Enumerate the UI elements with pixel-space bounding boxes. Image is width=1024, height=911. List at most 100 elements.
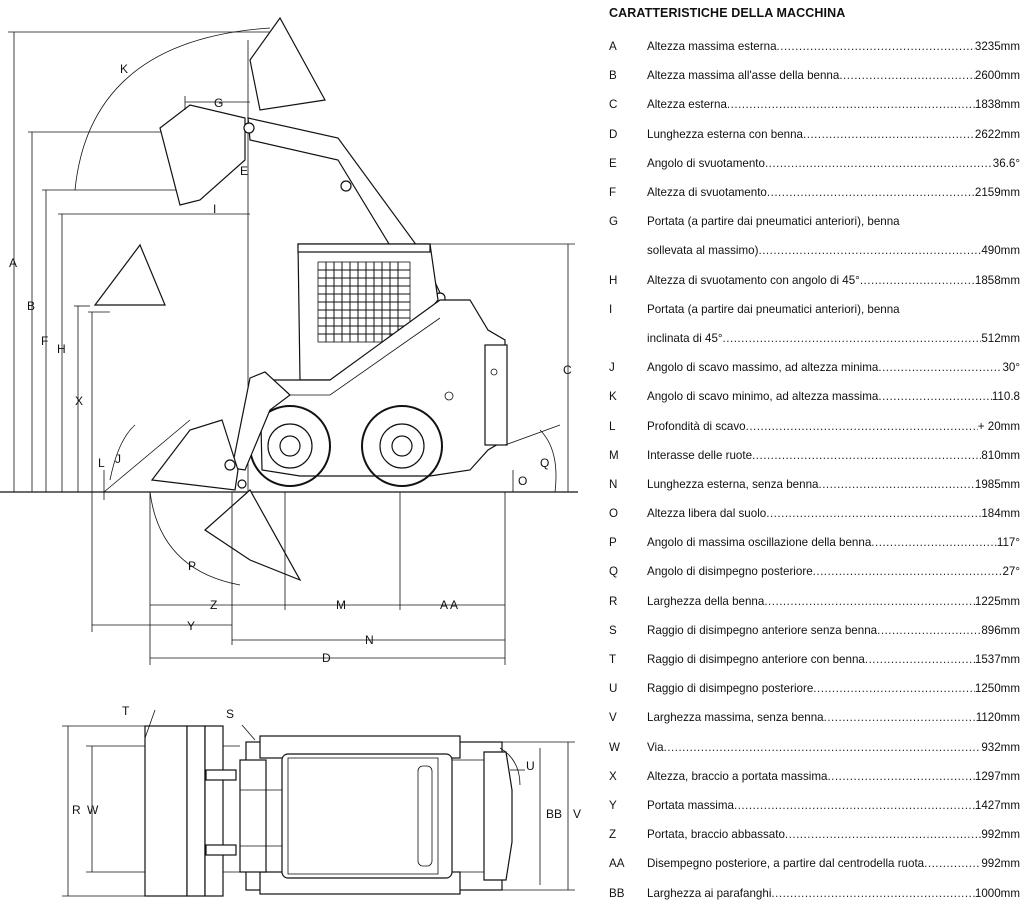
spec-row: sollevata al massimo)490mm bbox=[605, 236, 1020, 265]
spec-label-wrap: sollevata al massimo) bbox=[647, 244, 981, 257]
spec-label: Altezza, braccio a portata massima bbox=[647, 769, 828, 783]
dot-leader bbox=[746, 420, 978, 433]
spec-label: Altezza massima esterna bbox=[647, 40, 777, 54]
spec-label: Disempegno posteriore, a partire dal cen… bbox=[647, 857, 925, 871]
dot-leader bbox=[664, 741, 982, 754]
spec-code: P bbox=[609, 536, 617, 550]
spec-label: inclinata di 45° bbox=[647, 331, 723, 345]
spec-value: 992mm bbox=[981, 828, 1020, 842]
spec-code: B bbox=[609, 69, 617, 83]
spec-code: S bbox=[609, 623, 617, 637]
spec-label: Altezza di svuotamento bbox=[647, 186, 767, 200]
label-n: N bbox=[365, 633, 374, 647]
spec-label-wrap: Altezza di svuotamento con angolo di 45° bbox=[647, 274, 975, 287]
spec-label-wrap: Larghezza della benna bbox=[647, 595, 975, 608]
raised-bucket bbox=[249, 16, 326, 111]
label-x: X bbox=[75, 394, 83, 408]
spec-label: Angolo di massima oscillazione della ben… bbox=[647, 536, 872, 550]
spec-value: 992mm bbox=[981, 857, 1020, 871]
dot-leader bbox=[824, 711, 976, 724]
spec-code: G bbox=[609, 215, 619, 229]
dot-leader bbox=[871, 536, 997, 549]
spec-label-wrap: Altezza di svuotamento bbox=[647, 186, 975, 199]
spec-code: L bbox=[609, 419, 616, 433]
spec-value: 27° bbox=[1002, 565, 1020, 579]
spec-label-wrap: Larghezza massima, senza benna bbox=[647, 711, 976, 724]
spec-label-wrap: Portata massima bbox=[647, 799, 975, 812]
label-y: Y bbox=[187, 619, 195, 633]
dot-leader bbox=[758, 244, 981, 257]
dot-leader bbox=[818, 478, 974, 491]
dot-leader bbox=[865, 653, 975, 666]
spec-label-wrap: Angolo di disimpegno posteriore bbox=[647, 565, 1002, 578]
spec-label: Angolo di scavo minimo, ad altezza massi… bbox=[647, 390, 879, 404]
spec-label: Larghezza ai parafanghi bbox=[647, 886, 772, 900]
spec-label: Lunghezza esterna, senza benna bbox=[647, 477, 819, 491]
spec-row: S Raggio di disimpegno anteriore senza be… bbox=[605, 616, 1020, 645]
spec-label: Angolo di disimpegno posteriore bbox=[647, 565, 813, 579]
spec-value: 1858mm bbox=[974, 273, 1020, 287]
spec-label: Raggio di disimpegno anteriore con benna bbox=[647, 653, 865, 667]
spec-label-wrap: Larghezza ai parafanghi bbox=[647, 887, 975, 900]
spec-value: 2600mm bbox=[974, 69, 1020, 83]
label-q: Q bbox=[540, 456, 549, 470]
label-e: E bbox=[240, 164, 248, 178]
spec-value: 1427mm bbox=[974, 798, 1020, 812]
rear-wheel bbox=[361, 405, 443, 487]
spec-label: Altezza di svuotamento con angolo di 45° bbox=[647, 273, 860, 287]
dot-leader bbox=[839, 69, 975, 82]
spec-label: Angolo di scavo massimo, ad altezza mini… bbox=[647, 361, 879, 375]
spec-label: sollevata al massimo) bbox=[647, 244, 759, 258]
spec-row: P Angolo di massima oscillazione della be… bbox=[605, 528, 1020, 557]
spec-value: 896mm bbox=[981, 623, 1020, 637]
spec-code: E bbox=[609, 156, 617, 170]
dot-leader bbox=[777, 40, 975, 53]
dot-leader bbox=[752, 449, 981, 462]
spec-label-wrap: Raggio di disimpegno anteriore senza ben… bbox=[647, 624, 981, 637]
rear-engine-cover bbox=[484, 344, 508, 446]
label-a: A bbox=[9, 256, 17, 270]
label-z: Z bbox=[210, 598, 217, 612]
spec-code: Z bbox=[609, 828, 617, 842]
label-p: P bbox=[188, 559, 196, 573]
label-c: C bbox=[563, 363, 572, 377]
spec-label-wrap: Raggio di disimpegno anteriore con benna bbox=[647, 653, 975, 666]
label-s: S bbox=[226, 707, 234, 721]
spec-value: 117° bbox=[996, 536, 1020, 550]
spec-label: Larghezza della benna bbox=[647, 594, 765, 608]
spec-label-wrap: Raggio di disimpegno posteriore bbox=[647, 682, 975, 695]
spec-code: M bbox=[609, 448, 619, 462]
spec-label: Raggio di disimpegno anteriore senza ben… bbox=[647, 623, 878, 637]
label-r: R bbox=[72, 803, 81, 817]
spec-label: Portata (a partire dai pneumatici anteri… bbox=[647, 215, 900, 229]
spec-label-wrap: Angolo di svuotamento bbox=[647, 157, 993, 170]
label-j: J bbox=[115, 452, 121, 466]
label-v: V bbox=[573, 807, 581, 821]
spec-label-wrap: Altezza massima all'asse della benna bbox=[647, 69, 975, 82]
spec-code: AA bbox=[609, 857, 625, 871]
label-bb: BB bbox=[546, 807, 562, 821]
spec-code: Y bbox=[609, 798, 617, 812]
spec-row: AA Disempegno posteriore, a partire dal c… bbox=[605, 849, 1020, 878]
spec-code: W bbox=[609, 740, 620, 754]
spec-label-wrap: Via bbox=[647, 741, 981, 754]
spec-label: Portata massima bbox=[647, 798, 734, 812]
dot-leader bbox=[764, 595, 975, 608]
spec-row: B Altezza massima all'asse della benna260… bbox=[605, 61, 1020, 90]
spec-label-wrap: Portata (a partire dai pneumatici anteri… bbox=[647, 215, 1020, 228]
spec-value: 1250mm bbox=[974, 682, 1020, 696]
spec-value: 1537mm bbox=[974, 653, 1020, 667]
label-k: K bbox=[120, 62, 128, 76]
dot-leader bbox=[827, 770, 974, 783]
spec-value: 3235mm bbox=[974, 40, 1020, 54]
label-u: U bbox=[526, 759, 535, 773]
arc-k bbox=[74, 27, 271, 191]
spec-code: D bbox=[609, 127, 618, 141]
